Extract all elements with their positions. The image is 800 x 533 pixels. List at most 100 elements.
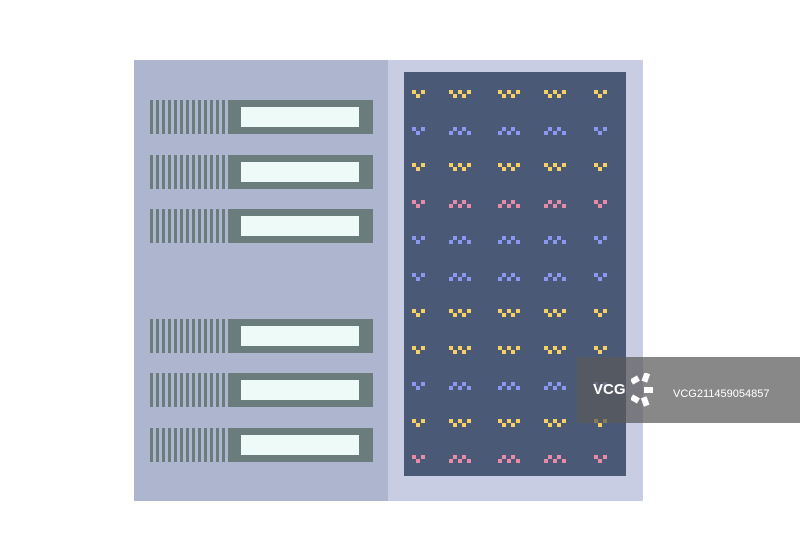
status-led-pink <box>412 199 434 212</box>
led-pixel <box>457 90 462 94</box>
led-pixel <box>502 126 507 131</box>
drive-vent <box>150 319 226 353</box>
led-pixel <box>466 90 471 94</box>
led-pixel <box>602 126 607 131</box>
led-pixel <box>462 313 467 318</box>
drive-bay <box>150 100 373 134</box>
led-pixel <box>557 455 562 459</box>
drive-vent <box>150 373 226 407</box>
led-pixel <box>457 240 462 245</box>
led-pixel <box>457 163 462 167</box>
led-pixel <box>412 90 416 94</box>
led-pixel <box>552 90 557 94</box>
led-pixel <box>453 313 458 318</box>
status-led-pink <box>449 455 471 467</box>
watermark: VCG VCG211459054857 <box>577 357 800 423</box>
led-pixel <box>557 422 562 427</box>
led-pixel <box>561 345 566 350</box>
led-pixel <box>557 236 562 240</box>
led-pixel <box>462 236 467 240</box>
led-pixel <box>557 126 562 131</box>
led-pixel <box>548 126 553 131</box>
status-led-blue <box>594 236 616 248</box>
led-pixel <box>506 345 511 350</box>
led-pixel <box>457 418 462 423</box>
led-pixel <box>552 418 557 423</box>
led-pixel <box>420 199 425 204</box>
status-led-yellow <box>449 309 471 321</box>
status-led-yellow <box>412 345 434 358</box>
status-panel <box>388 60 643 501</box>
led-pixel <box>466 130 471 135</box>
status-led-yellow <box>544 90 566 102</box>
led-pixel <box>457 345 462 350</box>
led-pixel <box>544 276 548 281</box>
drive-bay-panel <box>134 60 388 501</box>
led-pixel <box>515 240 520 245</box>
led-pixel <box>498 418 502 423</box>
led-pixel <box>449 130 453 135</box>
vcg-logo-icon <box>631 373 653 407</box>
led-pixel <box>598 349 603 354</box>
led-pixel <box>416 94 421 99</box>
led-pixel <box>594 126 598 131</box>
led-pixel <box>502 349 507 354</box>
led-pixel <box>506 130 511 135</box>
led-pixel <box>412 272 416 277</box>
led-pixel <box>462 349 467 354</box>
led-pixel <box>420 455 425 459</box>
led-pixel <box>498 276 502 281</box>
status-led-yellow <box>544 163 566 175</box>
drive-vent <box>150 209 226 243</box>
led-pixel <box>594 309 598 313</box>
led-pixel <box>502 272 507 277</box>
led-pixel <box>506 203 511 208</box>
led-pixel <box>598 167 603 172</box>
led-pixel <box>557 94 562 99</box>
led-pixel <box>449 309 453 313</box>
led-pixel <box>416 422 421 427</box>
led-pixel <box>557 167 562 172</box>
led-pixel <box>552 386 557 391</box>
drive-vent <box>150 428 226 462</box>
led-pixel <box>594 345 598 350</box>
led-pixel <box>420 126 425 131</box>
led-pixel <box>594 272 598 277</box>
led-pixel <box>502 167 507 172</box>
led-pixel <box>506 240 511 245</box>
led-pixel <box>561 309 566 313</box>
led-pixel <box>515 130 520 135</box>
led-pixel <box>462 167 467 172</box>
led-pixel <box>457 130 462 135</box>
status-led-yellow <box>594 345 616 358</box>
led-pixel <box>544 90 548 94</box>
led-pixel <box>420 236 425 240</box>
led-pixel <box>498 163 502 167</box>
led-pixel <box>420 382 425 386</box>
led-pixel <box>416 130 421 135</box>
led-pixel <box>515 418 520 423</box>
led-pixel <box>515 386 520 391</box>
led-pixel <box>548 382 553 386</box>
status-led-yellow <box>594 309 616 321</box>
led-pixel <box>552 163 557 167</box>
status-led-blue <box>412 126 434 139</box>
drive-label-window <box>241 326 359 346</box>
led-pixel <box>498 386 502 391</box>
led-pixel <box>506 90 511 94</box>
led-pixel <box>449 459 453 464</box>
status-led-yellow <box>498 418 520 431</box>
led-pixel <box>506 276 511 281</box>
led-pixel <box>466 386 471 391</box>
led-pixel <box>498 203 502 208</box>
status-led-blue <box>498 382 520 394</box>
led-pixel <box>453 167 458 172</box>
led-pixel <box>506 163 511 167</box>
led-pixel <box>561 203 566 208</box>
status-led-blue <box>412 382 434 394</box>
led-pixel <box>457 276 462 281</box>
led-pixel <box>594 199 598 204</box>
led-pixel <box>594 163 598 167</box>
led-pixel <box>598 276 603 281</box>
drive-bay <box>150 373 373 407</box>
